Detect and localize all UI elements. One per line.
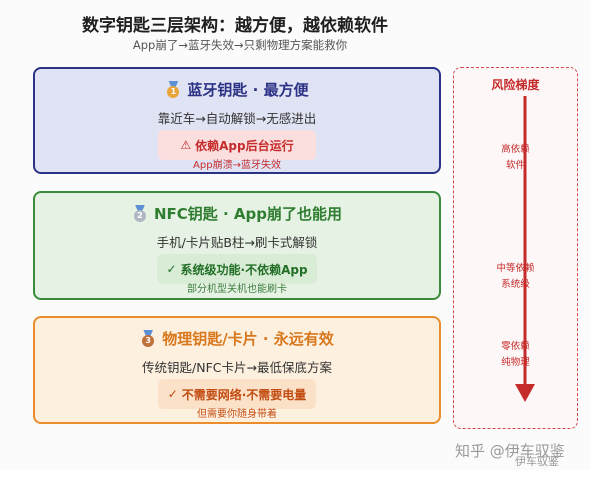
check-icon: ✓: [167, 387, 178, 401]
layer-nfc-key: 2 NFC钥匙 · App崩了也能用 手机/卡片贴B柱→刷卡式解锁 ✓ 系统级功…: [33, 191, 441, 300]
layer-title: 2 NFC钥匙 · App崩了也能用: [35, 203, 439, 224]
layer-badge: ⚠ 依赖App后台运行: [158, 130, 316, 160]
layer-badge-note: App崩溃→蓝牙失效: [193, 160, 281, 171]
layer-title-text: 物理钥匙/卡片 · 永远有效: [162, 330, 334, 348]
diagram-title: 数字钥匙三层架构：越方便，越依赖软件: [82, 16, 388, 36]
watermark: 知乎 @伊车驭鉴: [455, 442, 565, 460]
layer-description: 靠近车→自动解锁→无感进出: [157, 111, 317, 126]
risk-level-medium: 中等依赖 系统级: [496, 263, 535, 290]
layer-description: 传统钥匙/NFC卡片→最低保底方案: [142, 360, 332, 375]
layer-badge: ✓ 不需要网络·不需要电量: [158, 379, 316, 409]
layer-physical-key: 3 物理钥匙/卡片 · 永远有效 传统钥匙/NFC卡片→最低保底方案 ✓ 不需要…: [33, 316, 441, 424]
diagram-canvas: 数字钥匙三层架构：越方便，越依赖软件 App崩了→蓝牙失效→只剩物理方案能救你 …: [33, 16, 578, 429]
layer-badge-text: 不需要网络·不需要电量: [181, 387, 307, 402]
layer-description: 手机/卡片贴B柱→刷卡式解锁: [156, 235, 318, 250]
layer-bluetooth-key: 1 蓝牙钥匙 · 最方便 靠近车→自动解锁→无感进出 ⚠ 依赖App后台运行 A…: [33, 67, 441, 174]
layer-title: 3 物理钥匙/卡片 · 永远有效: [35, 328, 439, 349]
layer-badge: ✓ 系统级功能·不依赖App: [157, 254, 317, 284]
layer-title-text: NFC钥匙 · App崩了也能用: [153, 205, 343, 223]
risk-gradient-panel: 风险梯度 高依赖 软件 中等依赖 系统级 零依赖 纯物理: [453, 67, 578, 429]
layer-title-text: 蓝牙钥匙 · 最方便: [187, 81, 309, 99]
gold-medal-icon: 1: [165, 80, 181, 99]
diagram-subtitle: App崩了→蓝牙失效→只剩物理方案能救你: [132, 38, 348, 52]
risk-level-zero: 零依赖 纯物理: [501, 341, 530, 368]
layer-badge-text: 系统级功能·不依赖App: [180, 262, 308, 277]
layer-badge-note: 部分机型关机也能刷卡: [187, 284, 287, 295]
bronze-medal-icon: 3: [140, 329, 156, 348]
watermark-sub: 伊车驭鉴: [515, 455, 559, 468]
layer-title: 1 蓝牙钥匙 · 最方便: [35, 79, 439, 100]
risk-gradient-title: 风险梯度: [491, 78, 540, 92]
layer-badge-note: 但需要你随身带着: [197, 409, 277, 420]
warning-icon: ⚠: [180, 138, 192, 152]
risk-level-high: 高依赖 软件: [501, 144, 530, 171]
down-arrow-icon: [515, 96, 535, 402]
layer-badge-text: 依赖App后台运行: [195, 138, 294, 153]
silver-medal-icon: 2: [132, 204, 148, 223]
check-icon: ✓: [166, 262, 177, 276]
